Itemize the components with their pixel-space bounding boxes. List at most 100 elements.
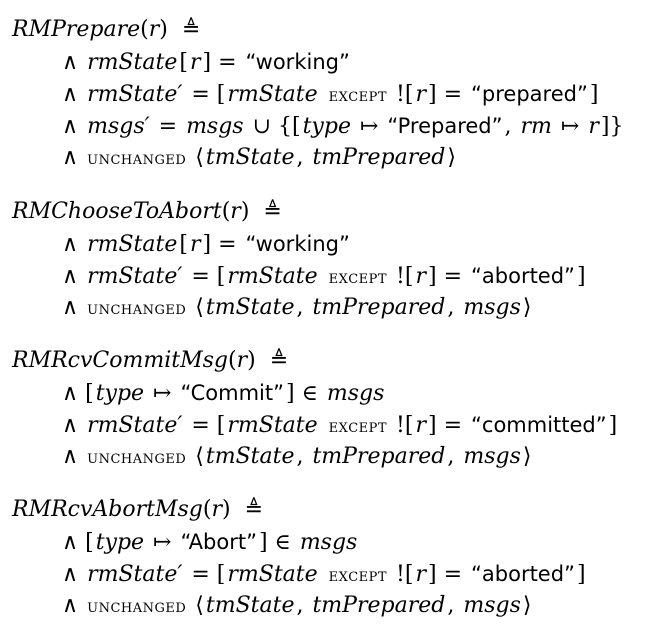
math-symbol [318, 562, 329, 587]
math-symbol: = [151, 114, 185, 139]
math-symbol: ⟩ [522, 593, 532, 618]
math-symbol: , [296, 145, 311, 170]
identifier: msgs [326, 381, 385, 406]
identifier: r [415, 82, 426, 107]
identifier: tmPrepared [312, 593, 446, 618]
string-literal: “committed” [471, 413, 607, 437]
conjunct-line: ∧ unchanged ⟨tmState, tmPrepared, msgs⟩ [12, 590, 667, 622]
math-symbol: ![ [389, 562, 414, 587]
action-param: r [211, 497, 223, 522]
identifier: rmState′ [87, 82, 183, 107]
math-symbol: [ [179, 232, 188, 257]
math-symbol: = [ [184, 413, 226, 438]
identifier: rmState [227, 562, 318, 587]
action-rm-choose-to-abort: RMChooseToAbort(r)≜ ∧ rmState[r] = “work… [12, 196, 667, 324]
string-literal: “Commit” [180, 381, 284, 405]
math-symbol: ] = [202, 232, 244, 257]
action-name: RMChooseToAbort [12, 199, 222, 224]
math-symbol: ⟩ [522, 444, 532, 469]
math-symbol: ![ [389, 82, 414, 107]
math-symbol: ]} [600, 114, 624, 139]
action-param: r [236, 348, 248, 373]
action-name: RMRcvCommitMsg [12, 348, 228, 373]
math-symbol: ∧ [62, 413, 86, 438]
math-symbol: ∧ [62, 295, 86, 320]
math-symbol [318, 82, 329, 107]
math-symbol: ∪ {[ [245, 114, 301, 139]
identifier: msgs′ [87, 114, 150, 139]
identifier: tmState [205, 444, 295, 469]
string-literal: “working” [245, 50, 350, 74]
action-param: r [230, 199, 241, 224]
math-symbol: ⟨ [188, 295, 204, 320]
identifier: msgs [463, 444, 521, 469]
math-symbol: ↦ [553, 114, 587, 139]
math-symbol: ⟩ [522, 295, 532, 320]
math-symbol: = [ [184, 562, 226, 587]
identifier: tmState [205, 295, 295, 320]
math-symbol: ![ [389, 264, 414, 289]
math-symbol: ∧ [62, 562, 86, 587]
identifier: rmState [87, 50, 178, 75]
math-symbol: ∧ [62, 50, 86, 75]
identifier: type [302, 114, 351, 139]
identifier: r [189, 232, 201, 257]
action-header: RMRcvAbortMsg(r)≜ [12, 494, 667, 526]
identifier: tmPrepared [312, 295, 446, 320]
math-symbol: ∧ [62, 593, 86, 618]
identifier: r [415, 264, 426, 289]
conjunct-line: ∧ rmState[r] = “working” [12, 46, 667, 78]
identifier: rmState [227, 413, 318, 438]
identifier: rm [520, 114, 552, 139]
math-symbol: ∧ [62, 114, 86, 139]
math-symbol: ↦ [146, 530, 179, 555]
math-symbol: ↦ [146, 381, 179, 406]
action-name: RMPrepare [12, 17, 141, 42]
identifier: msgs [463, 295, 521, 320]
identifier: msgs [299, 530, 358, 555]
conjunct-line: ∧ rmState′ = [rmState except ![r] = “abo… [12, 558, 667, 590]
action-header: RMRcvCommitMsg(r)≜ [12, 345, 667, 377]
math-symbol: , [447, 295, 462, 320]
action-header: RMPrepare(r)≜ [12, 14, 667, 46]
conjunct-line: ∧ rmState′ = [rmState except ![r] = “abo… [12, 260, 667, 292]
math-symbol: ] = [428, 264, 470, 289]
identifier: tmState [205, 145, 295, 170]
math-symbol: , [296, 593, 311, 618]
identifier: r [415, 562, 426, 587]
math-symbol: ] [589, 82, 599, 107]
defeq-symbol: ≜ [263, 199, 282, 224]
identifier: rmState [227, 82, 318, 107]
math-symbol: ] [576, 264, 586, 289]
math-symbol: ⟨ [188, 145, 204, 170]
math-symbol: , [447, 444, 462, 469]
defeq-symbol: ≜ [269, 348, 289, 373]
math-symbol: ] = [428, 82, 470, 107]
action-rm-rcv-abort-msg: RMRcvAbortMsg(r)≜ ∧ [type ↦ “Abort”] ∈ m… [12, 494, 667, 622]
math-symbol: ↦ [352, 114, 386, 139]
math-symbol: ] ∈ [286, 381, 325, 406]
action-header: RMChooseToAbort(r)≜ [12, 196, 667, 228]
math-symbol: , [504, 114, 519, 139]
math-symbol: ] [576, 562, 586, 587]
string-literal: “Prepared” [387, 114, 503, 138]
math-symbol: ] [608, 413, 618, 438]
math-symbol [318, 413, 329, 438]
math-symbol: = [ [184, 82, 226, 107]
math-symbol: ∧ [62, 264, 86, 289]
identifier: msgs [463, 593, 521, 618]
math-symbol: ] ∈ [258, 530, 298, 555]
conjunct-line: ∧ rmState′ = [rmState except ![r] = “com… [12, 409, 667, 441]
keyword: except [328, 84, 388, 106]
math-symbol: [ [179, 50, 188, 75]
identifier: tmPrepared [312, 145, 446, 170]
action-param: r [148, 17, 160, 42]
identifier: r [588, 114, 599, 139]
action-rm-prepare: RMPrepare(r)≜ ∧ rmState[r] = “working” ∧… [12, 14, 667, 174]
identifier: msgs [186, 114, 244, 139]
keyword: except [328, 415, 388, 437]
math-symbol: ] = [202, 50, 244, 75]
keyword: except [328, 266, 388, 288]
math-symbol: ∧ [ [62, 381, 94, 406]
